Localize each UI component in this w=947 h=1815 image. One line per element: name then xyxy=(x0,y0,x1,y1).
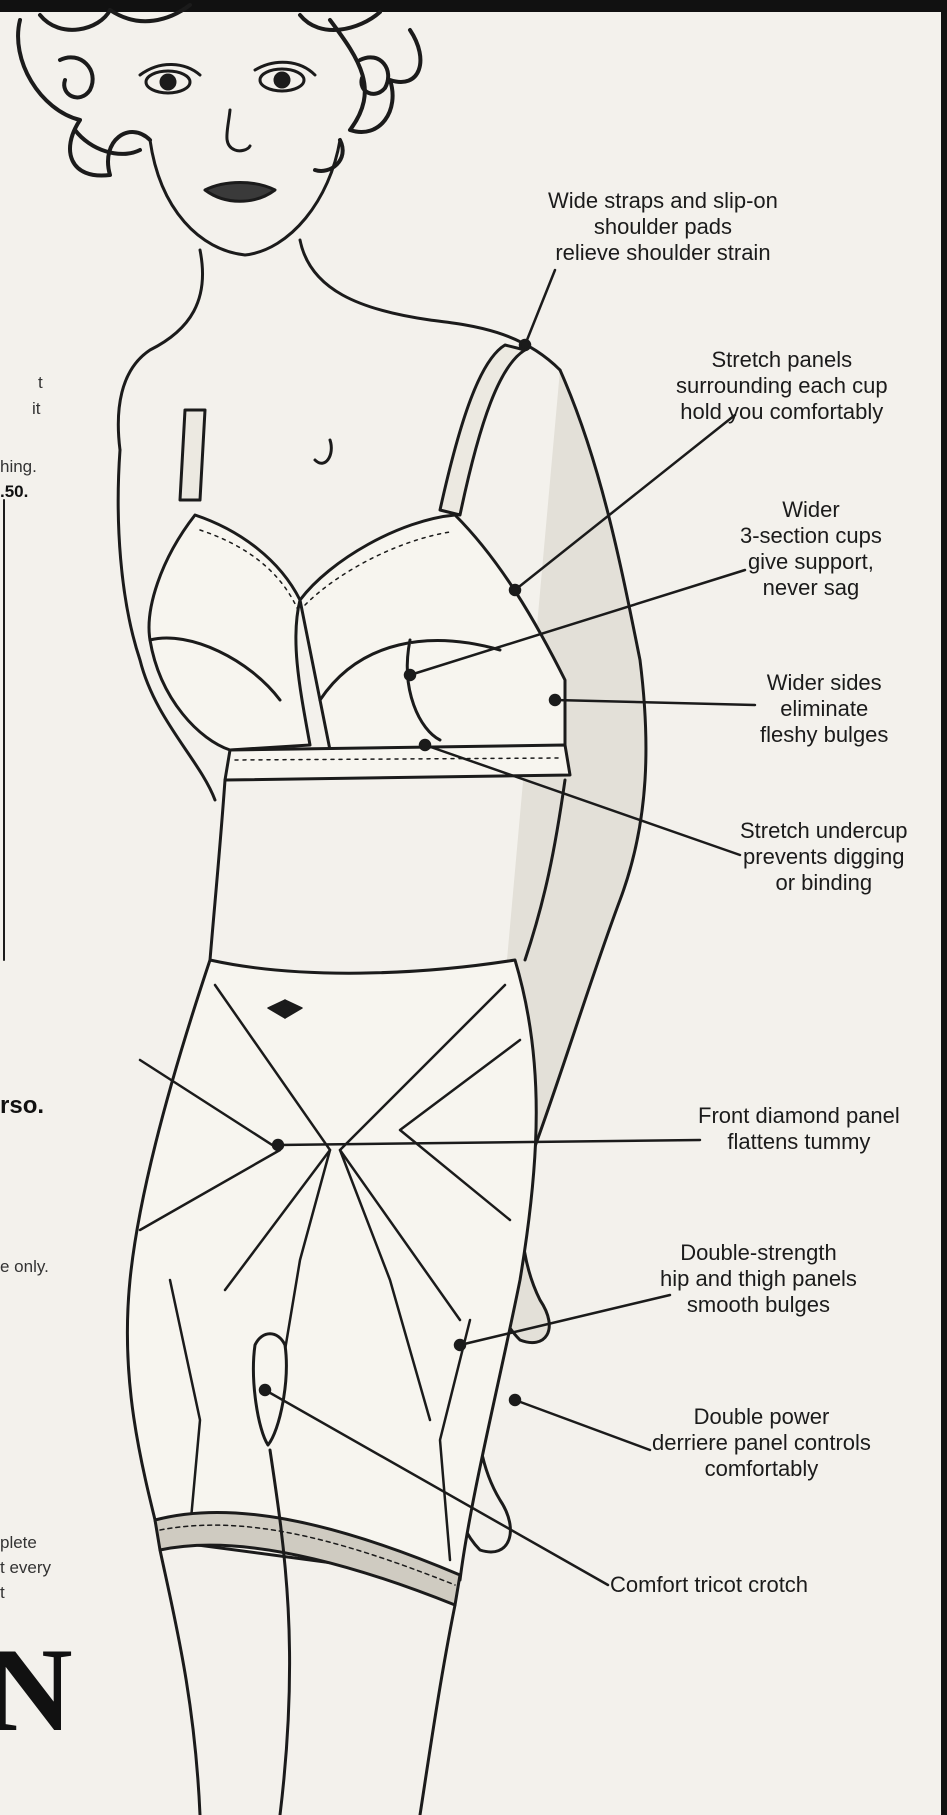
callout-line: hold you comfortably xyxy=(676,399,888,425)
callout-sides: Wider sides eliminate fleshy bulges xyxy=(760,670,888,748)
callout-line: 3-section cups xyxy=(740,523,882,549)
callout-line: flattens tummy xyxy=(698,1129,900,1155)
left-text-fragment: it xyxy=(32,398,41,420)
left-text-fragment: t every xyxy=(0,1557,51,1579)
callout-line: derriere panel controls xyxy=(652,1430,871,1456)
callout-line: Front diamond panel xyxy=(698,1103,900,1129)
callout-line: or binding xyxy=(740,870,908,896)
callout-line: relieve shoulder strain xyxy=(548,240,778,266)
callout-crotch: Comfort tricot crotch xyxy=(610,1572,808,1598)
callout-line: fleshy bulges xyxy=(760,722,888,748)
left-text-fragment: t xyxy=(0,1582,5,1604)
callout-line: Wider xyxy=(740,497,882,523)
girdle xyxy=(127,960,536,1580)
waist-left xyxy=(210,780,225,960)
left-text-fragment: .50. xyxy=(0,481,28,503)
callout-derriere: Double power derriere panel controls com… xyxy=(652,1404,871,1482)
callout-line: eliminate xyxy=(760,696,888,722)
bra-straps xyxy=(180,345,525,515)
brand-letter-fragment: N xyxy=(0,1630,73,1750)
callout-line: never sag xyxy=(740,575,882,601)
callout-line: prevents digging xyxy=(740,844,908,870)
callout-undercup: Stretch undercup prevents digging or bin… xyxy=(740,818,908,896)
callout-line: comfortably xyxy=(652,1456,871,1482)
callout-line: Wider sides xyxy=(760,670,888,696)
callout-cups: Wider 3-section cups give support, never… xyxy=(740,497,882,601)
callout-stretch-panels: Stretch panels surrounding each cup hold… xyxy=(676,347,888,425)
left-text-fragment: plete xyxy=(0,1532,37,1554)
callout-line: Double power xyxy=(652,1404,871,1430)
left-text-fragment: hing. xyxy=(0,456,37,478)
right-leg xyxy=(420,1605,455,1815)
callout-line: give support, xyxy=(740,549,882,575)
hair-curls xyxy=(18,5,420,176)
bra-cups xyxy=(149,515,570,780)
callout-line: shoulder pads xyxy=(548,214,778,240)
callout-line: Stretch undercup xyxy=(740,818,908,844)
left-text-fragment: e only. xyxy=(0,1256,49,1278)
callout-line: smooth bulges xyxy=(660,1292,857,1318)
callout-line: Wide straps and slip-on xyxy=(548,188,778,214)
callout-line: hip and thigh panels xyxy=(660,1266,857,1292)
callout-line: Double-strength xyxy=(660,1240,857,1266)
callout-line: Comfort tricot crotch xyxy=(610,1572,808,1598)
callout-diamond: Front diamond panel flattens tummy xyxy=(698,1103,900,1155)
left-text-fragment: rso. xyxy=(0,1092,44,1120)
callout-line: Stretch panels xyxy=(676,347,888,373)
left-text-fragment: t xyxy=(38,372,43,394)
callout-straps: Wide straps and slip-on shoulder pads re… xyxy=(548,188,778,266)
left-leg xyxy=(160,1550,200,1815)
callout-hip: Double-strength hip and thigh panels smo… xyxy=(660,1240,857,1318)
callout-line: surrounding each cup xyxy=(676,373,888,399)
face xyxy=(140,62,340,255)
